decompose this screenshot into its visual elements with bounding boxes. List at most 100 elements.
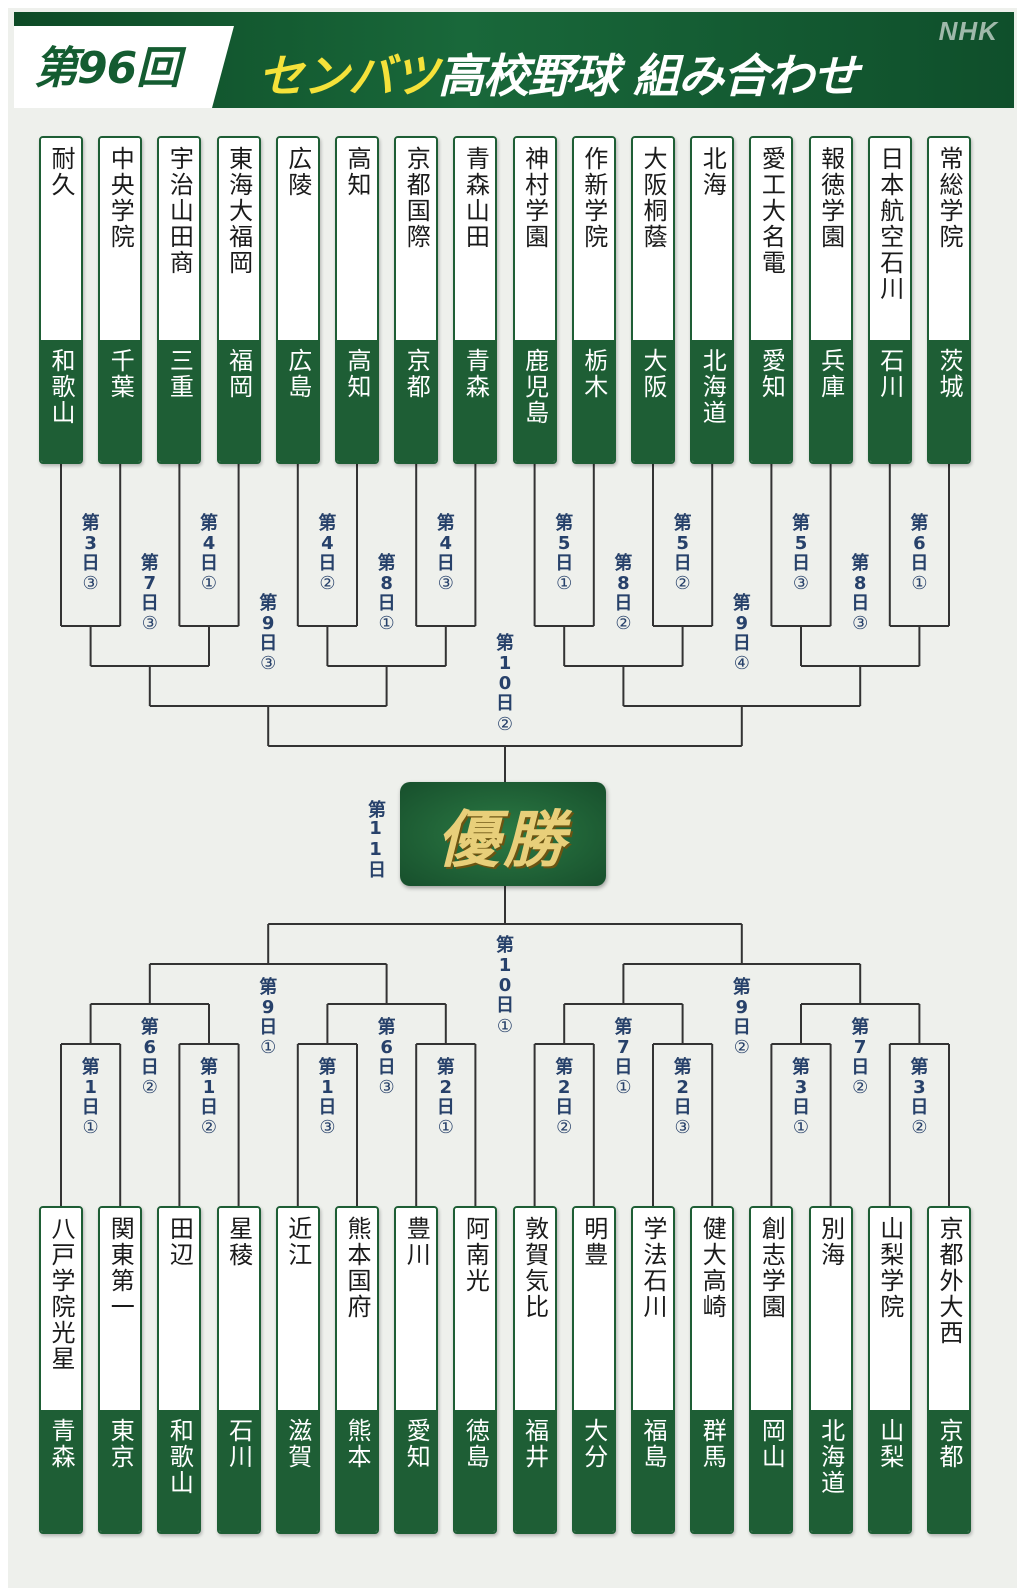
- schedule-day-char: 日: [496, 693, 514, 715]
- team-prefecture: 福井: [514, 1410, 555, 1532]
- school-name: 宇治山田商: [165, 146, 194, 276]
- school-name: 関東第一: [106, 1216, 135, 1320]
- schedule-day-char: 9: [735, 997, 749, 1019]
- schedule-game-number: ①: [496, 1015, 514, 1037]
- school-name: 常総学院: [935, 146, 963, 250]
- schedule-game-number: ②: [852, 1077, 869, 1099]
- school-name: 敦賀気比: [520, 1216, 549, 1320]
- team-card: 中央学院千葉: [98, 136, 143, 464]
- prefecture-name: 青森: [47, 1418, 75, 1470]
- schedule-day-char: 日: [318, 553, 337, 575]
- team-card: 神村学園鹿児島: [512, 136, 557, 464]
- prefecture-name: 徳島: [461, 1418, 490, 1470]
- team-prefecture: 青森: [41, 1410, 81, 1532]
- team-card: 学法石川福島: [631, 1206, 675, 1534]
- team-prefecture: 石川: [869, 340, 910, 462]
- prefecture-name: 岡山: [757, 1418, 786, 1470]
- final-schedule: 第11日: [365, 800, 386, 878]
- schedule-day-char: 日: [614, 1057, 633, 1079]
- schedule-day-char: 第: [732, 977, 751, 998]
- school-name: 広陵: [283, 146, 312, 198]
- edition-label: 第96回: [34, 43, 180, 94]
- edition-badge: [14, 26, 234, 108]
- team-school: 敦賀気比: [514, 1208, 555, 1414]
- schedule-day-char: 日: [555, 1097, 574, 1119]
- champion-box: 優勝: [400, 782, 606, 886]
- schedule-day-char: 第: [792, 1057, 810, 1078]
- schedule-day-char: 6: [380, 1037, 393, 1059]
- schedule-game-number: ③: [674, 1117, 691, 1139]
- schedule-day-char: 第: [673, 513, 692, 534]
- schedule-day-char: 3: [794, 1077, 808, 1099]
- prefecture-name: 和歌山: [165, 1418, 194, 1496]
- school-name: 東海大福岡: [224, 146, 253, 276]
- prefecture-name: 広島: [283, 348, 312, 400]
- schedule-game-number: ②: [911, 1117, 928, 1139]
- team-school: 北海: [692, 138, 733, 344]
- schedule-game-number: ①: [200, 573, 218, 595]
- team-card: 耐久和歌山: [39, 136, 83, 464]
- schedule-game-number: ①: [82, 1117, 99, 1139]
- schedule-game-number: ①: [378, 613, 395, 635]
- team-school: 宇治山田商: [159, 138, 200, 344]
- school-name: 作新学院: [579, 146, 608, 250]
- school-name: 愛工大名電: [757, 146, 786, 276]
- team-prefecture: 群馬: [692, 1410, 733, 1532]
- school-name: 青森山田: [461, 146, 490, 250]
- team-school: 常総学院: [929, 138, 969, 344]
- prefecture-name: 京都: [402, 348, 431, 400]
- schedule-day-char: 第: [732, 593, 751, 614]
- schedule-day-char: 日: [436, 553, 455, 575]
- schedule-day-char: 日: [377, 1057, 396, 1079]
- header-banner: 第96回 センバツ高校野球 組み合わせ NHK: [14, 12, 1014, 108]
- schedule-day-char: 7: [617, 1037, 630, 1059]
- team-prefecture: 石川: [218, 1410, 259, 1532]
- nhk-logo: NHK: [938, 16, 998, 46]
- prefecture-name: 福井: [520, 1418, 549, 1470]
- schedule-day-char: 日: [200, 1097, 218, 1119]
- schedule-day-char: 日: [436, 1097, 455, 1119]
- schedule-day-char: 6: [913, 533, 926, 555]
- schedule-day-char: 5: [676, 533, 689, 555]
- schedule-game-number: ②: [615, 613, 632, 635]
- prefecture-name: 熊本: [343, 1418, 371, 1470]
- schedule-day-char: 日: [673, 1097, 692, 1119]
- prefecture-name: 栃木: [579, 348, 608, 400]
- schedule-day-char: 日: [555, 553, 574, 575]
- team-card: 常総学院茨城: [927, 136, 971, 464]
- prefecture-name: 北海道: [698, 348, 727, 426]
- prefecture-name: 三重: [165, 348, 194, 400]
- schedule-game-number: ①: [615, 1077, 632, 1099]
- schedule-game-number: ③: [378, 1077, 395, 1099]
- team-school: 大阪桐蔭: [633, 138, 673, 344]
- schedule-game-number: ④: [733, 653, 750, 675]
- team-card: 宇治山田商三重: [157, 136, 202, 464]
- schedule-day-char: 日: [792, 1097, 810, 1119]
- schedule-day-char: 第: [200, 1057, 218, 1078]
- schedule-day-char: 4: [321, 533, 334, 555]
- title-rest: 高校野球 組み合わせ: [438, 49, 859, 103]
- team-card: 創志学園岡山: [749, 1206, 794, 1534]
- team-school: 神村学園: [514, 138, 555, 344]
- schedule-game-number: ②: [674, 573, 691, 595]
- schedule-day-char: 1: [321, 1077, 334, 1099]
- schedule-day-char: 日: [732, 633, 751, 655]
- schedule-day-char: 日: [851, 1057, 870, 1079]
- team-card: 熊本国府熊本: [335, 1206, 379, 1534]
- prefecture-name: 石川: [224, 1418, 253, 1470]
- school-name: 神村学園: [520, 146, 549, 250]
- schedule-day-char: 3: [84, 533, 97, 555]
- team-card: 京都外大西京都: [927, 1206, 971, 1534]
- schedule-day-char: 第: [259, 977, 278, 998]
